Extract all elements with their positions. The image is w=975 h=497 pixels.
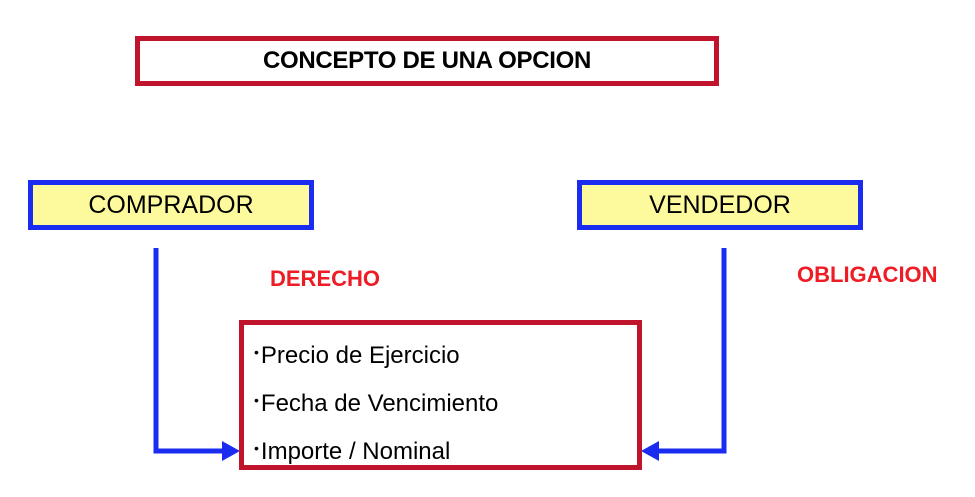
term-item: •Precio de Ejercicio <box>254 337 637 385</box>
bullet-icon: • <box>254 440 259 456</box>
bullet-icon: • <box>254 392 259 408</box>
buyer-label: COMPRADOR <box>88 190 254 219</box>
bullet-icon: • <box>254 344 259 360</box>
seller-arrow <box>641 248 727 461</box>
diagram-title-text: CONCEPTO DE UNA OPCION <box>262 47 592 74</box>
term-item: •Importe / Nominal <box>254 433 637 481</box>
term-label: Precio de Ejercicio <box>260 342 460 369</box>
seller-arrowhead <box>641 441 659 461</box>
term-label: Fecha de Vencimiento <box>260 390 499 417</box>
buyer-box: COMPRADOR <box>28 180 314 230</box>
seller-label: VENDEDOR <box>649 190 791 219</box>
buyer-role-label: DERECHO <box>270 266 381 291</box>
seller-box: VENDEDOR <box>577 180 863 230</box>
buyer-arrowhead <box>222 441 240 461</box>
term-item: •Fecha de Vencimiento <box>254 385 637 433</box>
option-terms-box: •Precio de Ejercicio •Fecha de Vencimien… <box>239 320 642 470</box>
term-label: Importe / Nominal <box>260 438 451 465</box>
buyer-arrow <box>153 248 240 461</box>
seller-role-label: OBLIGACION <box>797 262 938 287</box>
diagram-title: CONCEPTO DE UNA OPCION <box>135 36 719 86</box>
